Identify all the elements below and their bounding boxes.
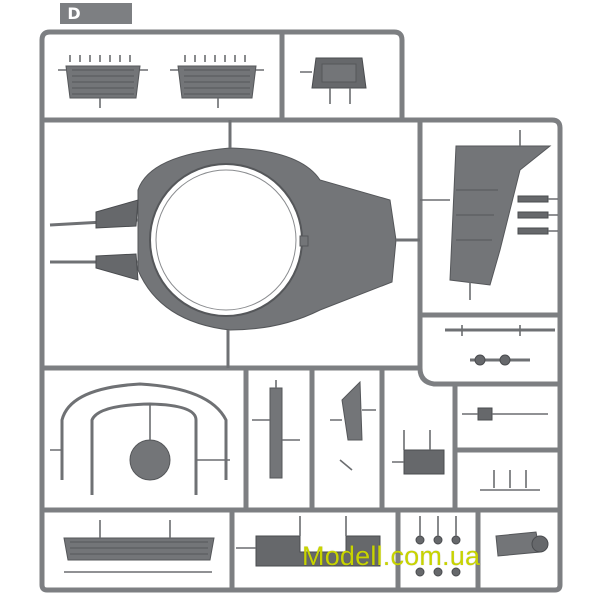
bottom-bracket-part [236, 516, 381, 567]
sprue-frame [39, 29, 563, 593]
glacis-plate [420, 130, 552, 300]
sprue-letter: D [67, 4, 81, 23]
small-pegs-row [69, 55, 246, 62]
grille-panel-right [170, 65, 264, 108]
small-pins-right [480, 470, 540, 491]
grille-panel-left [58, 65, 148, 108]
rod-parts [445, 325, 555, 366]
bottom-grille [63, 520, 215, 573]
vertical-bar-part [252, 380, 300, 479]
small-brackets-right [517, 195, 558, 235]
wedge-part [330, 380, 376, 471]
sprue-tag [60, 3, 132, 24]
hatch-part [300, 57, 367, 104]
watermark-text: Modell.com.ua [302, 541, 481, 571]
turret-ring-part [49, 120, 420, 368]
muzzle-part [495, 531, 549, 557]
bracket-part [392, 430, 445, 475]
small-parts-cluster [415, 516, 461, 577]
small-rod-right [462, 407, 548, 421]
arch-frame [50, 382, 230, 495]
